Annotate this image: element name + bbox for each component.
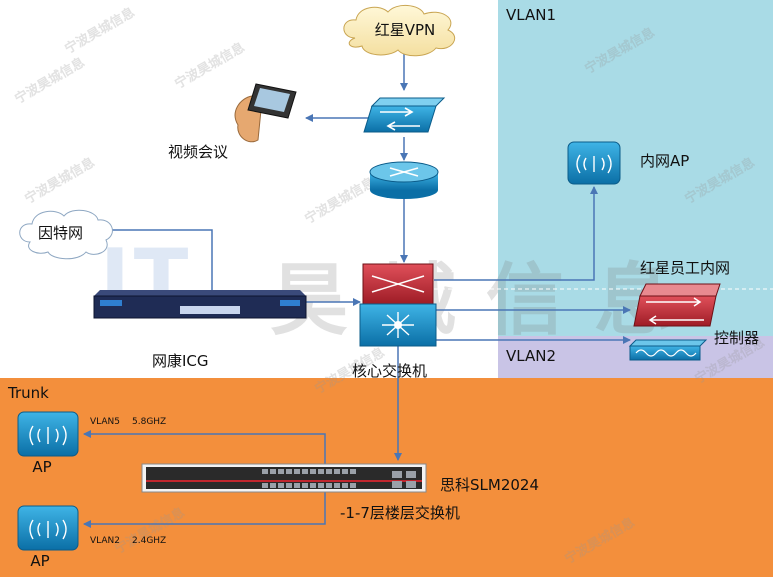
link-bottom-freq: 2.4GHZ: [132, 536, 167, 546]
cisco-switch-sublabel: -1-7层楼层交换机: [340, 504, 460, 522]
ap-bottom-icon: [17, 505, 79, 551]
video-conference-icon: [234, 83, 297, 143]
ap-top-label: AP: [32, 458, 52, 476]
link-top-vlan: VLAN5: [90, 417, 120, 427]
link-top-freq: 5.8GHZ: [132, 417, 167, 427]
icg-label: 网康ICG: [152, 352, 209, 370]
core-switch-icon: [359, 263, 437, 347]
ap-bottom-label: AP: [30, 552, 50, 570]
vlan1-label: VLAN1: [506, 6, 556, 24]
trunk-label: Trunk: [8, 384, 49, 402]
switch-top-icon: [363, 97, 446, 133]
video-conference-label: 视频会议: [168, 143, 229, 161]
inner-ap-icon: [567, 141, 621, 185]
vpn-cloud-icon: [343, 5, 456, 57]
vlan2-label: VLAN2: [506, 347, 556, 365]
cisco-switch-icon: [141, 463, 427, 493]
vpn-label: 红星VPN: [374, 21, 436, 39]
icg-appliance-icon: [93, 290, 307, 319]
port-row: [262, 469, 416, 488]
core-switch-label: 核心交换机: [352, 362, 428, 380]
big-watermark-text: 昊城信息: [270, 256, 703, 346]
inner-ap-label: 内网AP: [640, 152, 690, 170]
link-bottom-vlan: VLAN2: [90, 536, 120, 546]
staff-network-label: 红星员工内网: [640, 259, 731, 277]
staff-network-switch-icon: [633, 283, 721, 327]
internet-cloud-icon: [19, 209, 113, 260]
internet-label: 因特网: [38, 224, 84, 242]
ap-top-icon: [17, 411, 79, 457]
controller-label: 控制器: [714, 329, 760, 347]
cisco-switch-label: 思科SLM2024: [440, 476, 539, 494]
controller-icon: [628, 339, 708, 361]
router-icon: [369, 161, 439, 199]
connection-lines: [80, 48, 631, 528]
